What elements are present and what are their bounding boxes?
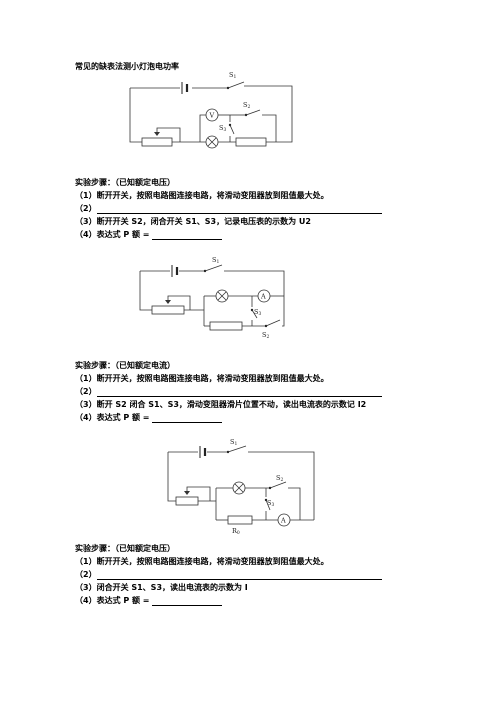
svg-text:V: V [209, 112, 215, 120]
section-3-step-1: （1）断开开关，按照电路图连接电路，将滑动变阻器放到阻值最大处。 [75, 557, 329, 566]
section-1-step-4: （4）表达式 P 额 = [75, 230, 223, 240]
rheostat [141, 137, 173, 147]
svg-text:S3: S3 [267, 499, 274, 508]
section-2-step-2: （2） [75, 387, 382, 397]
svg-text:S2: S2 [243, 101, 250, 110]
svg-text:S2: S2 [276, 474, 283, 483]
section-3-step-4: （4）表达式 P 额 = [75, 596, 223, 606]
svg-text:S3: S3 [254, 308, 261, 317]
section-2-step-1: （1）断开开关，按照电路图连接电路，将滑动变阻器放到阻值最大处。 [75, 374, 329, 383]
section-1-step-1: （1）断开开关，按照电路图连接电路，将滑动变阻器放到阻值最大处。 [75, 191, 329, 200]
section-2-heading: 实验步骤：（已知额定电流） [75, 361, 175, 370]
svg-text:S1: S1 [229, 71, 236, 80]
section-3-heading: 实验步骤：（已知额定电压） [75, 544, 175, 553]
section-2-step-3: （3）断开 S2 闭合 S1、S3，滑动变阻器滑片位置不动，读出电流表的示数记 … [75, 400, 367, 409]
circuit-diagram-2: S1 A S3 S2 [139, 256, 285, 340]
switch-s1 [227, 81, 245, 89]
section-1-step-3: （3）断开开关 S2，闭合开关 S1、S3，记录电压表的示数为 U2 [75, 217, 311, 226]
svg-text:S1: S1 [212, 256, 219, 265]
page-title: 常见的缺表法测小灯泡电功率 [75, 62, 179, 71]
section-1-heading: 实验步骤：（已知额定电压） [75, 178, 175, 187]
svg-text:S3: S3 [219, 124, 226, 133]
svg-text:A: A [280, 517, 286, 525]
section-1-step-2: （2） [75, 204, 382, 214]
svg-text:S1: S1 [230, 438, 237, 447]
section-3-step-2: （2） [75, 570, 382, 580]
section-3-step-3: （3）闭合开关 S1、S3，读出电流表的示数为 I [75, 583, 248, 592]
svg-text:A: A [260, 293, 266, 301]
svg-text:S2: S2 [262, 331, 269, 340]
circuit-diagram-1: S1 V S2 S3 [129, 71, 293, 149]
circuit-diagram-3: S1 S2 S3 A R0 [167, 438, 315, 536]
section-2-step-4: （4）表达式 P 额 = [75, 413, 223, 423]
svg-text:R0: R0 [232, 527, 240, 536]
